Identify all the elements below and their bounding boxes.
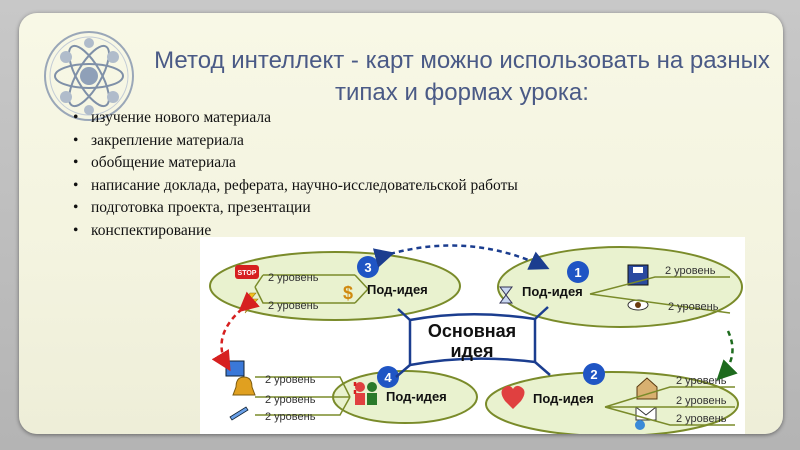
level-label: 2 уровень <box>676 375 727 387</box>
arrow-red <box>211 291 260 372</box>
number-badge-1 <box>567 261 589 283</box>
list-item: конспектирование <box>77 220 518 243</box>
arrow-blue <box>372 244 550 270</box>
level-label: 2 уровень <box>268 300 319 312</box>
subidea-2-label: Под-идея <box>533 391 594 406</box>
dollar-icon: $ <box>343 283 353 303</box>
stop-sign-icon <box>235 265 259 279</box>
bell-icon <box>232 376 256 396</box>
lesson-types-list: изучение нового материала закрепление ма… <box>77 107 518 242</box>
number-badge-1-label: 1 <box>574 265 581 280</box>
level-label: 2 уровень <box>265 374 316 386</box>
arrow-green <box>716 330 738 381</box>
subidea-1-label: Под-идея <box>522 284 583 299</box>
list-item: написание доклада, реферата, научно-иссл… <box>77 175 518 198</box>
level-label: 2 уровень <box>665 265 716 277</box>
heart-icon <box>501 385 525 409</box>
number-badge-2 <box>583 363 605 385</box>
list-item: обобщение материала <box>77 152 518 175</box>
globe-icon <box>635 420 645 430</box>
level-label: 2 уровень <box>268 272 319 284</box>
level-label: 2 уровень <box>676 413 727 425</box>
level-label: 2 уровень <box>265 411 316 423</box>
number-badge-4 <box>377 366 399 388</box>
central-idea-line-1: Основная <box>428 321 516 341</box>
title-line-2: типах и формах урока: <box>335 79 589 106</box>
list-item: закрепление материала <box>77 130 518 153</box>
stop-sign-label: STOP <box>238 270 257 277</box>
level-label: 2 уровень <box>668 301 719 313</box>
hourglass-icon <box>499 286 513 304</box>
central-idea-line-2: идея <box>450 341 493 361</box>
subidea-4-label: Под-идея <box>386 389 447 404</box>
level-label: 2 уровень <box>265 394 316 406</box>
people-icon <box>355 382 365 392</box>
title-line-1: Метод интеллект - карт можно использоват… <box>154 47 770 74</box>
mind-map-diagram: STOP 2 уровень 2 уровень $ 3 Под-идея 1 … <box>200 237 745 434</box>
list-item: изучение нового материала <box>77 107 518 130</box>
slide-title: Метод интеллект - карт можно использоват… <box>137 45 783 109</box>
number-badge-4-label: 4 <box>384 370 392 385</box>
list-item: подготовка проекта, презентации <box>77 197 518 220</box>
number-badge-3-label: 3 <box>364 260 371 275</box>
number-badge-2-label: 2 <box>590 367 597 382</box>
pencil-icon <box>229 406 249 421</box>
level-label: 2 уровень <box>676 395 727 407</box>
book-icon <box>225 360 245 377</box>
subidea-3-label: Под-идея <box>367 282 428 297</box>
